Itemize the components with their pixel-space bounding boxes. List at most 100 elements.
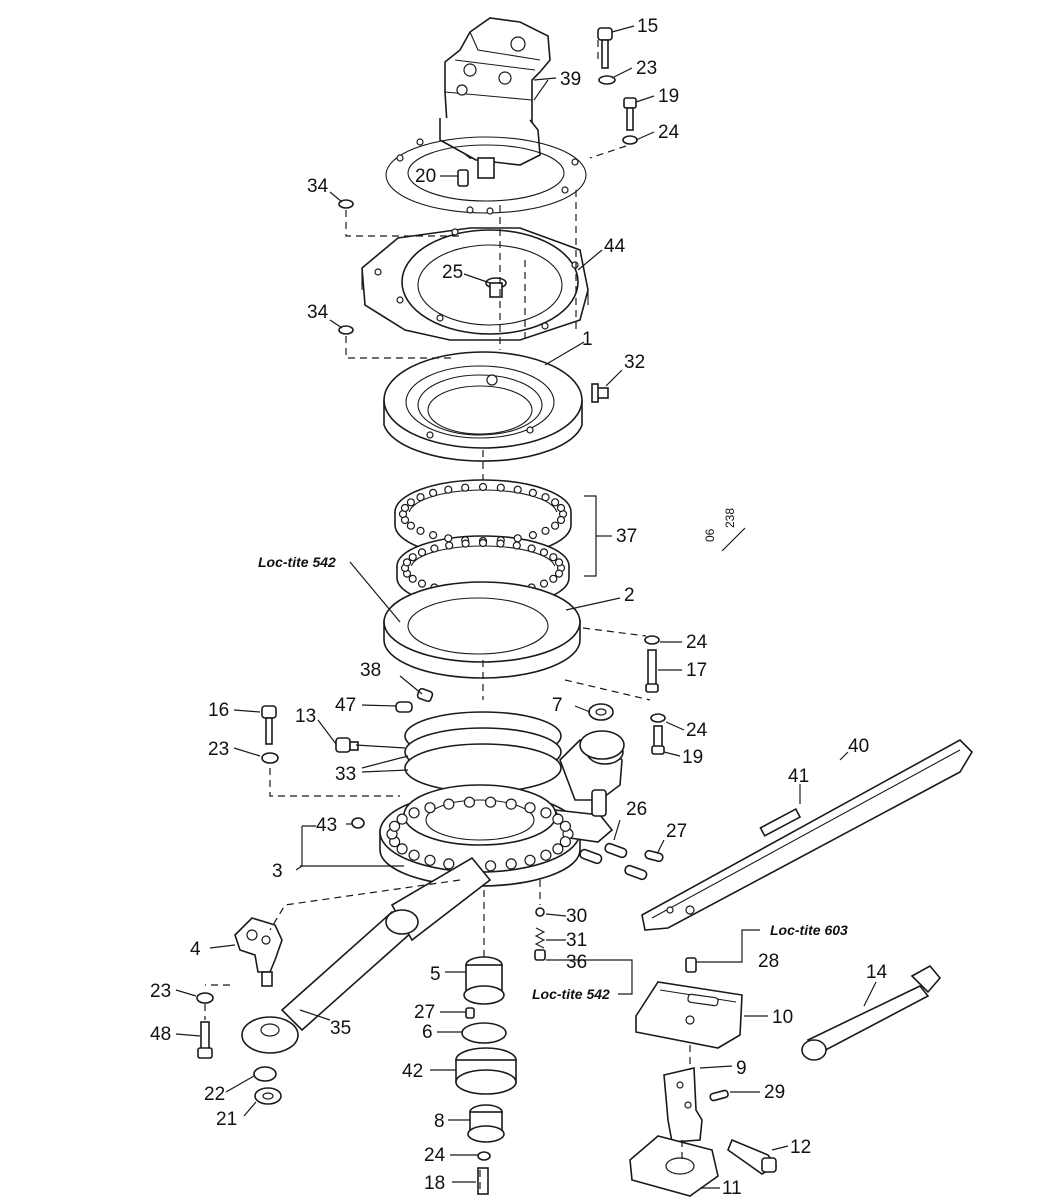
body-hole — [540, 807, 552, 819]
nut-43 — [351, 817, 365, 829]
bearing-ball — [550, 521, 560, 530]
callout-1: 1 — [582, 329, 593, 350]
tension-screw-12 — [727, 1138, 778, 1175]
callout-9: 9 — [736, 1058, 747, 1079]
body-hole — [485, 796, 497, 808]
pins-26 — [579, 842, 648, 881]
callout-2: 2 — [624, 585, 635, 606]
callout-14: 14 — [866, 962, 888, 983]
wrench — [801, 964, 942, 1061]
callout-24: 24 — [686, 720, 708, 741]
callout-44: 44 — [604, 236, 626, 257]
seal-rings — [404, 711, 562, 793]
bearing-ball — [416, 526, 425, 535]
callout-23: 23 — [208, 739, 229, 760]
bearing-balls-upper — [398, 482, 568, 546]
bearing-ball — [478, 482, 488, 492]
body-hole — [463, 796, 475, 808]
bearing-ball — [556, 503, 566, 513]
callout-3: 3 — [272, 861, 283, 882]
body-hole — [396, 843, 408, 855]
bearing-ball — [478, 538, 488, 548]
bearing-ball — [400, 503, 410, 513]
callout-22: 22 — [204, 1084, 225, 1105]
callout-38: 38 — [360, 660, 381, 681]
body-hole — [389, 820, 401, 832]
callout-26: 26 — [626, 799, 647, 820]
callout-8: 8 — [434, 1111, 445, 1132]
bearing-ball — [528, 530, 538, 540]
bearing-ball — [513, 485, 522, 494]
callout-24: 24 — [424, 1145, 446, 1166]
washer-23-lower — [196, 992, 214, 1004]
set-screw-38 — [416, 687, 434, 703]
callout-10: 10 — [772, 1007, 793, 1028]
callout-23: 23 — [636, 58, 657, 79]
bearing-ball — [408, 553, 417, 562]
callout-12: 12 — [790, 1137, 811, 1158]
callout-42: 42 — [402, 1061, 423, 1082]
callout-48: 48 — [150, 1024, 171, 1045]
washer-24-low — [650, 713, 666, 723]
callout-33: 33 — [335, 764, 356, 785]
bolt-16 — [261, 705, 277, 745]
callout-19: 19 — [682, 747, 703, 768]
assembly-guide-lines — [204, 40, 691, 1190]
bearing-ball — [550, 498, 560, 507]
bearing-ball — [549, 553, 558, 562]
body-hole — [396, 813, 408, 825]
bearing-ball — [430, 544, 439, 553]
pin-27-low — [465, 1007, 475, 1019]
callout-21: 21 — [216, 1109, 237, 1130]
callout-4: 4 — [190, 939, 201, 960]
bearing-ball — [444, 534, 453, 543]
plug-13 — [335, 737, 359, 753]
callout-20: 20 — [415, 166, 436, 187]
body-hole — [443, 858, 455, 870]
callout-7: 7 — [552, 695, 563, 716]
bearing-ball — [408, 574, 417, 583]
bearing-ball — [444, 485, 453, 494]
body-hole — [559, 820, 572, 832]
bearing-ball — [496, 539, 505, 548]
bushing — [579, 730, 625, 760]
screw-19-top — [623, 97, 637, 131]
callout-24: 24 — [686, 632, 708, 653]
washer-24-top — [622, 135, 638, 145]
cylinder-bracket — [234, 917, 283, 987]
note-loctite-542-top: Loc-tite 542 — [258, 554, 336, 570]
spring-31 — [534, 927, 546, 949]
callout-11: 11 — [722, 1178, 742, 1198]
callout-47: 47 — [335, 695, 356, 716]
bushing-8 — [467, 1104, 505, 1143]
oring-34-bottom — [338, 325, 354, 335]
body-hole — [424, 802, 436, 814]
body-hole — [559, 836, 572, 848]
saw-bar — [641, 739, 974, 931]
bolt-48 — [197, 1021, 213, 1059]
washer-23 — [261, 752, 279, 764]
bearing-housing — [383, 351, 583, 462]
body-hole — [443, 798, 455, 810]
callout-39: 39 — [560, 69, 581, 90]
callout-37: 37 — [616, 526, 637, 547]
bearing-ball — [527, 544, 536, 553]
screw-17 — [645, 649, 659, 693]
rotator-body — [379, 739, 624, 887]
nut-21 — [254, 1087, 282, 1105]
bearing-ball — [554, 558, 564, 567]
body-hole — [408, 807, 420, 819]
callout-27: 27 — [666, 821, 687, 842]
callout-32: 32 — [624, 352, 645, 373]
callout-29: 29 — [764, 1082, 785, 1103]
callout-19: 19 — [658, 86, 679, 107]
callout-18: 18 — [424, 1173, 445, 1194]
bearing-ring — [383, 581, 581, 679]
pin-47 — [395, 701, 413, 713]
bearing-ball — [461, 483, 470, 492]
callout-5: 5 — [430, 964, 441, 985]
bearing-ball — [549, 574, 558, 583]
drive-hub-42 — [455, 1047, 517, 1095]
